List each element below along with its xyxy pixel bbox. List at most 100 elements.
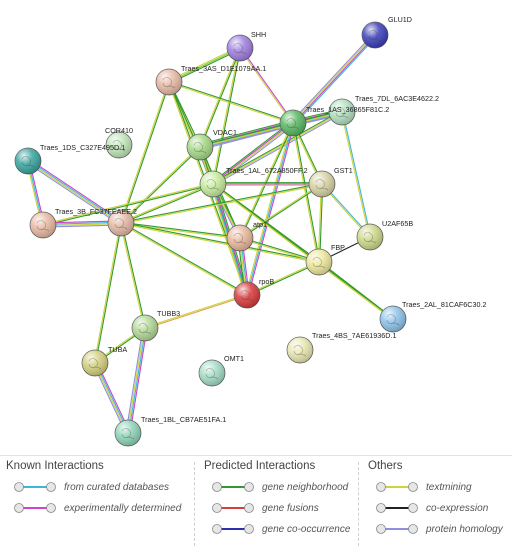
node-GLU1D[interactable]: GLU1D <box>361 15 412 49</box>
legend-item-textmining: textmining <box>362 478 512 499</box>
coexpression-swatch-icon <box>376 503 418 513</box>
edge-strand <box>144 293 247 328</box>
node-rpoB[interactable]: rpoB <box>233 277 274 309</box>
node-TUBA[interactable]: TUBA <box>81 345 127 377</box>
structure-icon <box>21 155 35 168</box>
legend-predicted-title: Predicted Interactions <box>204 460 316 472</box>
node-T4BS[interactable]: Traes_4BS_7AE61936D.1 <box>286 331 396 364</box>
edge-T1AL-GST1[interactable] <box>213 182 322 186</box>
edge-strand <box>169 80 294 123</box>
edge-strand <box>238 48 293 124</box>
edge-T1AL-T3B[interactable] <box>120 182 214 225</box>
experimental-swatch-icon <box>14 503 56 513</box>
edge-rpoB-TUBB3[interactable] <box>144 293 248 330</box>
node-T3B[interactable]: Traes_3B_FC37FEAEE.2 <box>55 207 137 237</box>
edge-strand <box>200 48 242 148</box>
edge-strand <box>43 184 214 227</box>
structure-icon <box>363 231 377 244</box>
legend-divider <box>194 462 195 546</box>
edge-T1DS-T3B[interactable] <box>26 158 123 226</box>
edge-strand <box>247 123 295 296</box>
node-FBP[interactable]: FBP <box>305 243 345 276</box>
edge-T7DL-U2AF65B[interactable] <box>340 111 372 238</box>
edge-strand <box>342 111 372 237</box>
edge-T3B-TUBB3[interactable] <box>119 222 147 329</box>
edge-strand <box>121 184 323 225</box>
edge-VDAC1-T3B[interactable] <box>120 146 201 224</box>
node-shine <box>200 171 226 197</box>
node-GST1[interactable]: GST1 <box>308 166 353 198</box>
node-VDAC1[interactable]: VDAC1 <box>186 128 237 161</box>
edge-strand <box>121 221 241 238</box>
node-T2AL[interactable]: Traes_2AL_81CAF6C30.2 <box>379 300 486 333</box>
node-T1BL[interactable]: Traes_1BL_CB7AE51FA.1 <box>114 415 226 447</box>
edge-T1AS-rpoB[interactable] <box>245 122 295 296</box>
edge-T3AS-T1AS[interactable] <box>168 80 294 125</box>
node-T3AS[interactable]: Traes_3AS_D1E1079AA.1 <box>155 64 266 96</box>
edge-strand <box>211 47 240 184</box>
edge-T1AL-T7DL[interactable] <box>212 110 343 186</box>
node-T1AL[interactable]: Traes_1AL_672A850FF.2 <box>199 166 308 198</box>
edge-VDAC1-T7DL[interactable] <box>199 110 343 149</box>
edge-T1AS-FBP[interactable] <box>291 122 321 263</box>
node-label: TUBA <box>108 345 127 354</box>
node-shine <box>132 315 158 341</box>
node-shine <box>106 132 132 158</box>
node-label: Traes_1AL_672A850FF.2 <box>226 166 308 175</box>
edge-SHH-T1AL[interactable] <box>211 47 242 185</box>
edge-T3B-FBP[interactable] <box>120 221 320 264</box>
edge-TUBB3-T1BL[interactable] <box>125 327 148 434</box>
edge-SHH-T1AS[interactable] <box>238 47 295 124</box>
node-OMT1[interactable]: OMT1 <box>198 354 244 387</box>
edge-strand <box>293 35 376 124</box>
node-shine <box>380 306 406 332</box>
swatch-node <box>14 482 24 492</box>
edge-T1AL-T2AL[interactable] <box>212 183 394 320</box>
edge-strand <box>121 82 171 224</box>
node-TUBB3[interactable]: TUBB3 <box>131 309 180 342</box>
node-label: FBP <box>331 243 345 252</box>
edge-T3B-rpoB[interactable] <box>120 221 248 297</box>
textmining-swatch-icon <box>376 482 418 492</box>
edge-strand <box>95 223 123 364</box>
node-COR410[interactable]: COR410 <box>105 126 133 159</box>
edge-strand <box>200 112 343 149</box>
edge-T1AS-atp1[interactable] <box>238 122 295 239</box>
node-label: rpoB <box>259 277 274 286</box>
edge-strand <box>293 122 321 262</box>
structure-icon <box>233 232 247 245</box>
swatch-node <box>376 503 386 513</box>
structure-icon <box>162 76 176 89</box>
edge-GLU1D-T1AS[interactable] <box>291 33 377 125</box>
edge-strand <box>199 110 342 147</box>
edge-T1AL-LEFT[interactable] <box>42 182 214 227</box>
node-LEFT[interactable] <box>29 211 57 239</box>
edge-strand <box>213 48 242 185</box>
node-label: atp1 <box>253 220 267 229</box>
edge-strand <box>128 328 147 434</box>
edge-SHH-VDAC1[interactable] <box>198 47 242 148</box>
structure-icon <box>293 344 307 357</box>
node-atp1[interactable]: atp1 <box>226 220 267 252</box>
edge-strand <box>129 328 148 434</box>
edge-GST1-atp1[interactable] <box>239 182 323 240</box>
edge-strand <box>125 327 144 433</box>
legend-item-homology: protein homology <box>362 520 512 541</box>
node-shine <box>362 22 388 48</box>
edge-atp1-FBP[interactable] <box>239 236 320 264</box>
edge-T3AS-T3B[interactable] <box>119 81 171 224</box>
node-SHH[interactable]: SHH <box>226 30 266 62</box>
node-T7DL[interactable]: Traes_7DL_6AC3E4622.2 <box>328 94 439 126</box>
node-T1AS[interactable]: Traes_1AS_36865F81C.2 <box>279 105 389 137</box>
legend-predicted: Predicted Interactions gene neighborhood… <box>198 460 358 548</box>
legend-known: Known Interactions from curated database… <box>0 460 190 548</box>
node-label: OMT1 <box>224 354 244 363</box>
edge-T3B-TUBA[interactable] <box>93 222 123 364</box>
node-shine <box>306 249 332 275</box>
edge-strand <box>198 47 240 147</box>
edge-T3B-GST1[interactable] <box>120 182 323 225</box>
edge-strand <box>199 111 343 148</box>
node-T1DS[interactable]: Traes_1DS_C327E495D.1 <box>14 143 125 175</box>
edge-strand <box>212 111 343 185</box>
node-U2AF65B[interactable]: U2AF65B <box>356 219 413 251</box>
